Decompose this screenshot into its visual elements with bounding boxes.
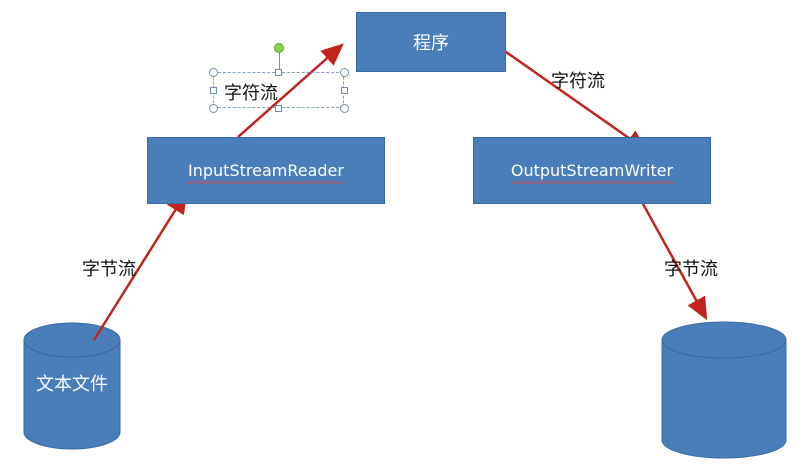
rotation-handle-stem: [279, 53, 280, 72]
edge-label-writer-to-target: 字节流: [664, 259, 718, 280]
program-node-label: 程序: [413, 33, 449, 54]
resize-handle-middle-right[interactable]: [341, 87, 348, 94]
resize-handle-top-middle[interactable]: [275, 69, 282, 76]
target-database-cylinder: [661, 321, 787, 459]
reader-node-label: InputStreamReader: [188, 161, 344, 180]
writer-node-label: OutputStreamWriter: [510, 161, 674, 180]
resize-handle-top-right[interactable]: [340, 68, 349, 77]
resize-handle-bottom-right[interactable]: [340, 104, 349, 113]
resize-handle-middle-left[interactable]: [210, 87, 217, 94]
rotation-handle[interactable]: [274, 43, 284, 53]
resize-handle-bottom-left[interactable]: [209, 104, 218, 113]
arrow-reader-to-program: [237, 43, 344, 138]
source-database-label: 文本文件: [36, 374, 108, 395]
arrow-source-to-reader: [92, 190, 188, 341]
edge-label-source-to-reader: 字节流: [82, 259, 136, 280]
source-database-cylinder: [23, 322, 121, 450]
resize-handle-top-left[interactable]: [209, 68, 218, 77]
edge-label-reader-to-program[interactable]: 字符流: [224, 83, 278, 104]
writer-node[interactable]: OutputStreamWriter: [473, 137, 711, 204]
program-node[interactable]: 程序: [356, 12, 506, 72]
arrow-writer-to-target: [630, 183, 708, 321]
text-box-selection-frame[interactable]: [213, 72, 344, 108]
arrow-program-to-writer: [485, 36, 649, 152]
reader-node[interactable]: InputStreamReader: [147, 137, 385, 204]
resize-handle-bottom-middle[interactable]: [275, 105, 282, 112]
edge-label-program-to-writer: 字符流: [551, 71, 605, 92]
